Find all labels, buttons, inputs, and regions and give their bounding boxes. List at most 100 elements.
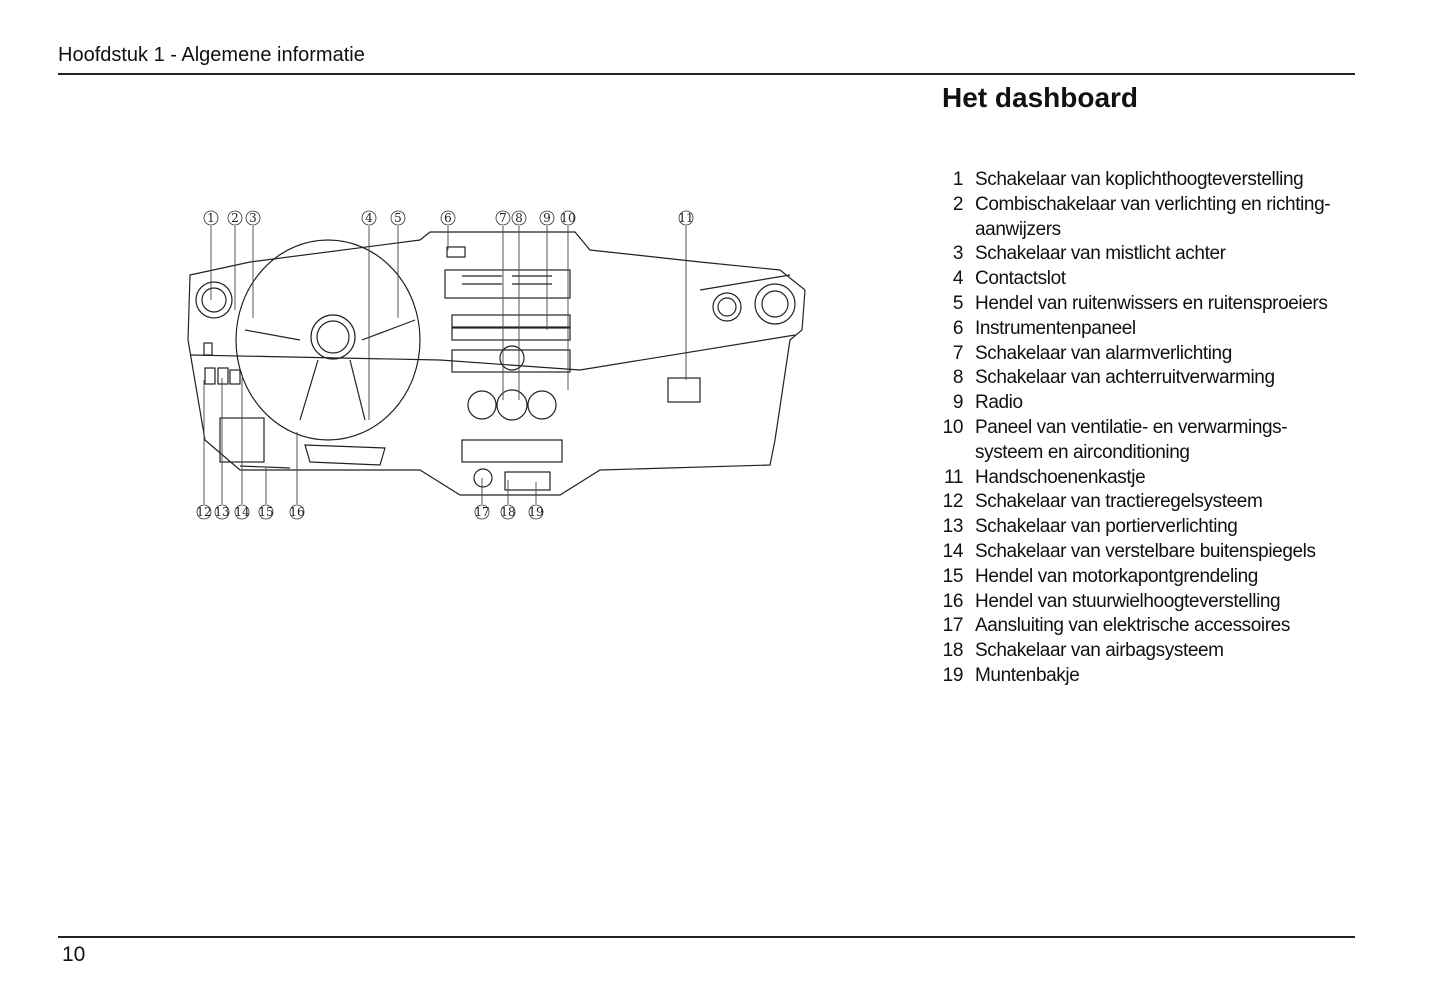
legend-item: 4 Contactslot bbox=[930, 267, 1330, 292]
legend-number: 1 bbox=[952, 169, 964, 190]
legend-text: Handschoenenkastje bbox=[975, 466, 1146, 488]
legend-item: 15 Hendel van motorkapontgrendeling bbox=[930, 565, 1330, 590]
legend-number: 12 bbox=[942, 491, 964, 513]
legend-item: 17 Aansluiting van elektrische accessoire… bbox=[930, 614, 1330, 639]
legend-item: 3 Schakelaar van mistlicht achter bbox=[930, 242, 1330, 267]
legend-number: 4 bbox=[952, 268, 964, 290]
callout-number: 17 bbox=[474, 505, 489, 519]
callout-number: 6 bbox=[444, 211, 452, 225]
callout-circle bbox=[258, 504, 274, 520]
legend-item: 11 Handschoenenkastje bbox=[930, 466, 1330, 491]
legend-text: Hendel van ruitenwissers en ruitensproei… bbox=[975, 292, 1328, 314]
legend-number: 13 bbox=[942, 516, 964, 538]
callout-number: 14 bbox=[234, 505, 250, 519]
callout-number: 1 bbox=[207, 211, 215, 225]
callout-circle bbox=[474, 504, 490, 520]
legend-number: 19 bbox=[942, 664, 964, 686]
legend-item: 8 Schakelaar van achterruitverwarming bbox=[930, 366, 1330, 391]
callout-number: 16 bbox=[289, 505, 304, 519]
callout-circle bbox=[511, 210, 527, 226]
legend-item: 5 Hendel van ruitenwissers en ruitensproe… bbox=[930, 292, 1330, 317]
callout-number: 7 bbox=[499, 211, 507, 225]
legend-item: 10 Paneel van ventilatie- en verwarmings- bbox=[930, 416, 1330, 441]
callout-number: 15 bbox=[258, 505, 273, 519]
legend-text: Instrumentenpaneel bbox=[975, 317, 1136, 339]
legend-text: Hendel van motorkapontgrendeling bbox=[975, 565, 1258, 587]
legend-text: Schakelaar van verstelbare buitenspiegel… bbox=[975, 540, 1316, 562]
callout-circle bbox=[390, 210, 406, 226]
callout-circle bbox=[227, 210, 243, 226]
legend-text: Radio bbox=[975, 392, 1023, 414]
callout-circle bbox=[495, 210, 511, 226]
legend-item: 2 Combischakelaar van verlichting en rich… bbox=[930, 193, 1331, 218]
legend-text: Schakelaar van portierverlichting bbox=[975, 516, 1238, 538]
legend-item: 19 Muntenbakje bbox=[930, 664, 1330, 689]
legend-item: 6 Instrumentenpaneel bbox=[930, 317, 1330, 342]
legend-text: Schakelaar van tractieregelsysteem bbox=[975, 491, 1263, 513]
callout-circle bbox=[560, 210, 576, 226]
callout-number: 8 bbox=[515, 211, 523, 225]
legend-number: 9 bbox=[952, 392, 964, 414]
callout-circle bbox=[500, 504, 516, 520]
legend-number: 5 bbox=[952, 292, 964, 314]
legend-item-continuation: aanwijzers bbox=[930, 218, 1330, 243]
callout-circle bbox=[528, 504, 544, 520]
legend-number: 2 bbox=[952, 193, 964, 215]
legend-text: Schakelaar van alarmverlichting bbox=[975, 342, 1232, 364]
steering-wheel bbox=[235, 239, 421, 441]
page-title: Het dashboard bbox=[942, 82, 1139, 113]
chapter-header: Hoofdstuk 1 - Algemene informatie bbox=[58, 44, 365, 66]
legend-item: 13 Schakelaar van portierverlichting bbox=[930, 515, 1330, 540]
callout-circle bbox=[245, 210, 261, 226]
callout-number: 4 bbox=[365, 211, 373, 225]
callout-number: 3 bbox=[249, 211, 257, 225]
legend-number: 14 bbox=[942, 540, 964, 562]
callout-number: 5 bbox=[394, 211, 402, 225]
legend-number: 3 bbox=[952, 243, 964, 265]
callout-circle bbox=[440, 210, 456, 226]
callout-circle bbox=[214, 504, 230, 520]
legend-text: systeem en airconditioning bbox=[975, 441, 1190, 463]
callout-number: 19 bbox=[528, 505, 543, 519]
legend-text: Muntenbakje bbox=[975, 664, 1080, 686]
callout-circle bbox=[196, 504, 212, 520]
callout-number: 10 bbox=[560, 211, 575, 225]
legend-number: 11 bbox=[944, 466, 963, 488]
header-rule bbox=[58, 73, 1355, 75]
callout-circle bbox=[203, 210, 219, 226]
callout-circle bbox=[678, 210, 694, 226]
legend-number: 8 bbox=[952, 367, 964, 389]
callout-number: 13 bbox=[214, 505, 229, 519]
legend-number: 18 bbox=[942, 640, 964, 662]
page-number: 10 bbox=[62, 943, 86, 966]
legend-number: 7 bbox=[952, 342, 964, 364]
legend-text: Combischakelaar van verlichting en richt… bbox=[975, 193, 1331, 215]
legend-number: 10 bbox=[942, 416, 964, 438]
legend-item: 9 Radio bbox=[930, 391, 1330, 416]
legend-text: Schakelaar van mistlicht achter bbox=[975, 243, 1226, 265]
callout-circle bbox=[289, 504, 305, 520]
legend-text: Contactslot bbox=[975, 268, 1066, 290]
legend-text: Schakelaar van achterruitverwarming bbox=[975, 367, 1275, 389]
callout-number: 9 bbox=[543, 211, 551, 225]
legend-item: 16 Hendel van stuurwielhoogteverstelling bbox=[930, 590, 1330, 615]
legend-text: Hendel van stuurwielhoogteverstelling bbox=[975, 590, 1281, 612]
legend-text: Aansluiting van elektrische accessoires bbox=[975, 615, 1290, 637]
legend-number: 17 bbox=[942, 615, 964, 637]
legend-number: 16 bbox=[942, 590, 964, 612]
callout-number: 18 bbox=[500, 505, 515, 519]
callout-circle bbox=[234, 504, 250, 520]
footer-rule bbox=[58, 936, 1355, 938]
legend-text: aanwijzers bbox=[975, 218, 1061, 240]
legend-number: 6 bbox=[952, 317, 964, 339]
callout-number: 2 bbox=[231, 211, 239, 225]
legend-item-continuation: systeem en airconditioning bbox=[930, 441, 1330, 466]
legend-item: 12 Schakelaar van tractieregelsysteem bbox=[930, 490, 1330, 515]
callout-circle bbox=[361, 210, 377, 226]
legend-text: Paneel van ventilatie- en verwarmings- bbox=[975, 416, 1288, 438]
legend-number: 15 bbox=[942, 565, 964, 587]
callout-number: 11 bbox=[678, 211, 693, 225]
